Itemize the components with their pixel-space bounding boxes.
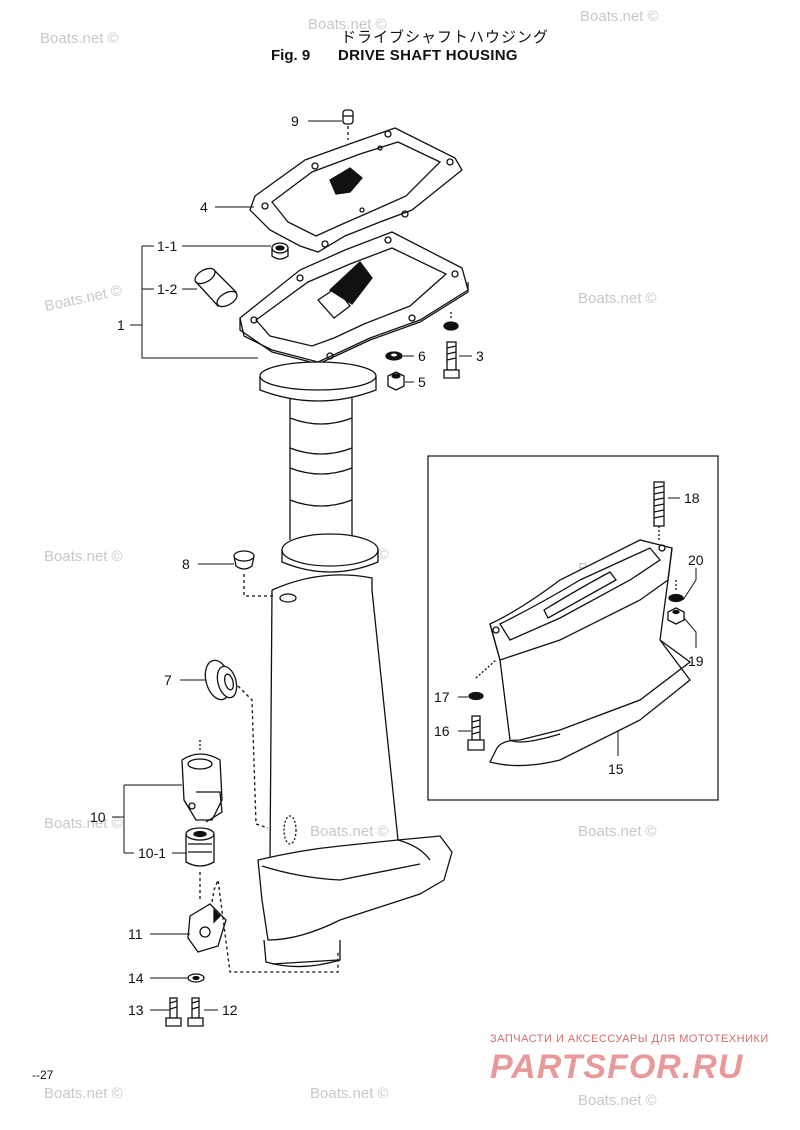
brand-logo: PARTSFOR.RU — [490, 1048, 744, 1086]
watermark: Boats.net © — [308, 16, 387, 33]
callout-11: 11 — [128, 926, 143, 942]
watermark: Boats.net © — [44, 548, 123, 565]
callout-19: 19 — [688, 653, 704, 669]
housing-top-plate — [239, 231, 469, 365]
watermark: Boats.net © — [578, 290, 657, 307]
callout-1: 1 — [117, 317, 125, 333]
bracket-part-11 — [187, 877, 339, 973]
inset-detail-box — [427, 455, 719, 801]
watermark: Boats.net © — [310, 1085, 389, 1102]
grommet-part-8 — [233, 550, 274, 597]
seal-part-7 — [204, 659, 269, 829]
callout-18: 18 — [684, 490, 700, 506]
bolt-part-16 — [467, 715, 485, 751]
washer-part-17 — [468, 659, 497, 701]
nut-part-5 — [387, 371, 405, 391]
bushing-part-1-1 — [271, 242, 289, 260]
watermark: Boats.net © — [578, 823, 657, 840]
callout-4: 4 — [200, 199, 208, 215]
bolt-part-13 — [165, 997, 182, 1027]
callout-5: 5 — [418, 374, 426, 390]
japanese-title: ドライブシャフトハウジング — [340, 28, 549, 46]
watermark: Boats.net © — [44, 1085, 123, 1102]
callout-20: 20 — [688, 552, 704, 568]
figure-title: DRIVE SHAFT HOUSING — [338, 47, 518, 64]
drive-shaft-housing-part-1 — [257, 361, 453, 968]
brand-tagline: ЗАПЧАСТИ И АКСЕССУАРЫ ДЛЯ МОТОТЕХНИКИ — [490, 1033, 769, 1045]
leader-lines — [112, 120, 697, 1011]
callout-1-2: 1-2 — [157, 281, 178, 297]
gasket-part-4 — [249, 127, 463, 253]
callout-10: 10 — [90, 809, 106, 825]
watermark: Boats.net © — [40, 30, 119, 47]
washer-part-6 — [385, 351, 403, 361]
washer-part-3a — [443, 312, 459, 331]
holder-part-10 — [181, 740, 223, 823]
callout-16: 16 — [434, 723, 450, 739]
bolt-part-12 — [187, 997, 204, 1027]
callout-8: 8 — [182, 556, 190, 572]
callout-12: 12 — [222, 1002, 238, 1018]
watermark: Boats.net © — [44, 815, 123, 832]
watermark: Boats.net © — [578, 1092, 657, 1109]
callout-1-1: 1-1 — [157, 238, 178, 254]
page-number: --27 — [32, 1068, 54, 1082]
callout-10-1: 10-1 — [138, 845, 167, 861]
damper-part-10-1 — [185, 827, 215, 900]
callout-7: 7 — [164, 672, 172, 688]
callout-13: 13 — [128, 1002, 144, 1018]
sleeve-part-1-2 — [194, 267, 238, 308]
callout-3: 3 — [476, 348, 484, 364]
watermark: Boats.net © — [580, 8, 659, 25]
callout-17: 17 — [434, 689, 450, 705]
stud-part-18 — [653, 481, 665, 540]
bolt-part-3 — [443, 341, 460, 379]
nut-part-19 — [667, 607, 685, 625]
extension-part-15 — [489, 539, 692, 767]
watermark: Boats.net © — [310, 823, 389, 840]
callout-6: 6 — [418, 348, 426, 364]
figure-number: Fig. 9 — [271, 47, 311, 64]
washer-part-14 — [187, 973, 205, 983]
callout-14: 14 — [128, 970, 144, 986]
callout-15: 15 — [608, 761, 624, 777]
dowel-pin-part-9 — [342, 109, 354, 140]
callout-9: 9 — [291, 113, 299, 129]
washer-part-20 — [668, 580, 684, 603]
